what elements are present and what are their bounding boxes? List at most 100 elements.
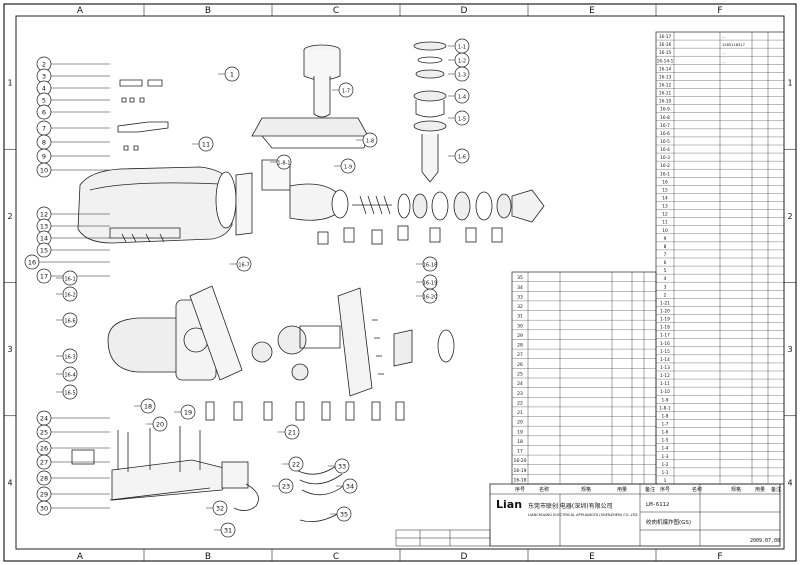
callout-balloon: 16-4 [62, 366, 78, 382]
grinder-head-group [235, 159, 545, 245]
bom-item-number: 1-14 [660, 357, 670, 363]
callout-label: 33 [338, 463, 346, 471]
bom-item-spec: ... [722, 35, 725, 39]
callout-label: 16-19 [423, 281, 438, 287]
bom-item-number: 19 [517, 429, 523, 435]
callout-label: 16-5 [64, 391, 75, 397]
callout-label: 16 [28, 259, 36, 267]
bom-item-number: 11 [662, 220, 668, 226]
bom-item-number: 16-16 [659, 42, 672, 48]
bom-item-number: 26 [517, 362, 523, 368]
bom-item-number: 5 [664, 268, 667, 274]
callout-label: 29 [40, 491, 48, 499]
callout-label: 20 [156, 421, 164, 429]
callout-label: 16-4 [64, 373, 75, 379]
bom-header: 用量 [617, 486, 627, 493]
bom-item-number: 4 [664, 276, 667, 282]
bom-header: 序号 [515, 486, 525, 493]
callout-balloon: 32 [212, 500, 228, 516]
bom-item-number: 23 [517, 391, 523, 397]
zone-letter: A [77, 552, 84, 562]
bom-item-number: 16-12 [659, 83, 672, 89]
callout-balloon: 1-5 [454, 110, 470, 126]
callout-balloon: 24 [36, 410, 52, 426]
callout-balloon: 16-19 [422, 274, 438, 290]
bom-item-number: 16-17 [659, 34, 672, 40]
callout-balloon: 21 [284, 424, 300, 440]
bom-item-number: 16-7 [660, 123, 670, 129]
bom-item-number: 16-8 [660, 115, 670, 121]
zone-number: 2 [787, 212, 792, 221]
callout-balloon: 1-1 [454, 38, 470, 54]
bom-item-number: 18 [517, 439, 523, 445]
callout-balloon: 29 [36, 486, 52, 502]
callout-label: 13 [40, 223, 48, 231]
callout-balloon: 16-1 [62, 270, 78, 286]
zone-number: 3 [7, 345, 12, 354]
bom-item-number: 1 [664, 478, 667, 484]
bom-item-number: 1-7 [661, 422, 668, 428]
bom-item-number: 24 [517, 381, 523, 387]
callout-balloon: 1-2 [454, 52, 470, 68]
callout-label: 30 [40, 505, 48, 513]
bom-item-number: 1-2 [661, 462, 668, 468]
callout-label: 16-7 [238, 263, 249, 269]
zone-number: 4 [787, 478, 792, 487]
revision-block [395, 529, 491, 547]
callout-label: 19 [184, 409, 192, 417]
zone-letter: D [461, 552, 468, 562]
bom-item-number: 1-16 [660, 341, 670, 347]
callout-label: 12 [40, 211, 48, 219]
callout-balloon: 1-8-1 [276, 154, 292, 170]
callout-balloon: 16-20 [422, 288, 438, 304]
bom-item-number: 16-4 [660, 147, 670, 153]
bom-item-number: 16-14-1 [657, 58, 674, 64]
callout-label: 1-1 [458, 45, 466, 51]
bom-item-number: 16-2 [660, 163, 670, 169]
bom-header: 规格 [731, 486, 741, 493]
callout-label: 32 [216, 505, 224, 513]
zone-number: 4 [7, 478, 12, 487]
bom-item-number: 16-3 [660, 155, 670, 161]
bom-item-spec: ... [722, 51, 725, 55]
callout-balloon: 1-8 [362, 132, 378, 148]
callout-label: 21 [288, 429, 296, 437]
hopper-group [251, 41, 447, 183]
callout-label: 16-1 [64, 277, 75, 283]
bom-item-number: 34 [517, 285, 523, 291]
callout-label: 2 [42, 61, 46, 69]
callout-balloon: 15 [36, 242, 52, 258]
bom-item-number: 1-8-1 [659, 405, 671, 411]
bom-item-number: 10 [662, 228, 668, 234]
bom-item-number: 1-19 [660, 317, 670, 323]
zone-number: 3 [787, 345, 792, 354]
callout-balloon: 1 [224, 66, 240, 82]
callout-label: 1-3 [458, 73, 466, 79]
title-block: Lian 东莞市联创 电器(深圳)有限公司 LIANCHUANG ELECTRI… [489, 483, 781, 547]
callout-balloon: 30 [36, 500, 52, 516]
bom-header: 规格 [581, 486, 591, 493]
callout-label: 1-8 [366, 139, 374, 145]
callout-label: 7 [42, 125, 46, 133]
callout-label: 16-2 [64, 293, 75, 299]
callout-balloon: 7 [36, 120, 52, 136]
bom-item-number: 30 [517, 323, 523, 329]
bom-item-number: 25 [517, 372, 523, 378]
callout-label: 26 [40, 445, 48, 453]
callout-label: 4 [42, 85, 46, 93]
callout-label: 16-20 [423, 295, 438, 301]
callout-label: 27 [40, 459, 48, 467]
bom-item-number: 16-6 [660, 131, 670, 137]
zone-number: 1 [7, 79, 12, 88]
bom-item-number: 1-20 [660, 309, 670, 315]
bom-item-number: 33 [517, 294, 523, 300]
callout-label: 1-5 [458, 117, 466, 123]
bom-header: 名称 [539, 486, 549, 493]
bom-item-number: 16-1 [660, 171, 670, 177]
bom-headers: 序号名称规格用量备注序号名称规格用量备注 [515, 486, 781, 493]
callouts-main: 11-11-21-31-41-51-61-71-81-8-11-91116-11… [56, 38, 470, 538]
